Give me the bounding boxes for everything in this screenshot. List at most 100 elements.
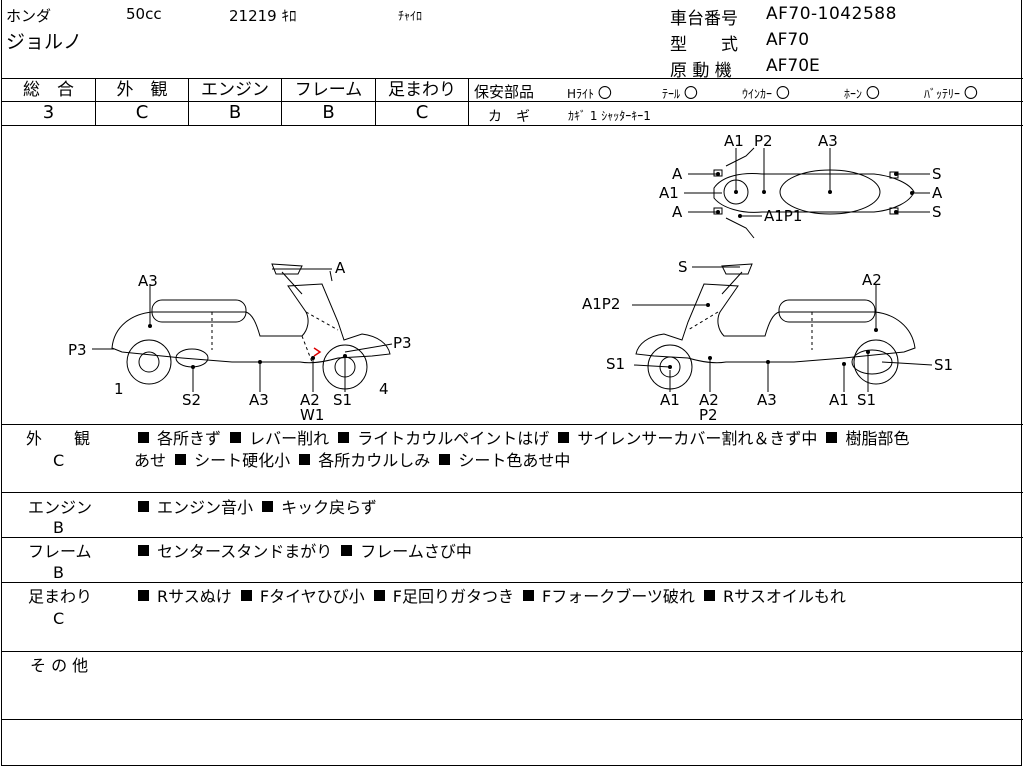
type-value: AF70 [766,30,810,50]
scooter-right-side-drawing [635,263,916,390]
diagram-label: S [678,258,688,276]
diagram-label: A1 [724,132,744,150]
divider [188,78,189,125]
bullet [138,432,149,443]
bullet [138,545,149,556]
safety-item-battery: ﾊﾞｯﾃﾘｰ 〇 [924,86,978,102]
bullet [826,432,838,443]
diagram-label: A3 [249,391,269,409]
diagram-label: A1P1 [764,207,802,225]
mileage: 21219 ｷﾛ [229,7,297,25]
diagram-label: A [672,203,683,221]
bullet [299,454,311,465]
safety-item-horn: ﾎｰﾝ 〇 [844,86,880,102]
diagram-label: S1 [606,355,625,373]
grade-value-engine: B [228,102,242,123]
grade-header-engine: エンジン [201,80,269,100]
bullet [558,432,570,443]
diagram-label: A1 [829,391,849,409]
grade-header-frame: フレーム [294,80,363,100]
bullet [138,501,149,512]
diagram-label: A2 [300,391,320,409]
bullet [338,432,350,443]
divider [2,101,468,102]
diagram-label: A1 [659,184,679,202]
remark-text-engine: エンジン音小 キック戻らず [134,496,377,519]
displacement: 50cc [126,5,162,23]
bullet [373,590,385,601]
safety-item-tail: ﾃｰﾙ 〇 [662,86,698,102]
divider [2,78,1023,79]
engine-value: AF70E [766,56,820,76]
bullet [523,590,535,601]
bullet [341,545,353,556]
divider [2,651,1023,652]
diagram-label: S1 [934,356,953,374]
divider [95,78,96,125]
grade-header-exterior: 外 観 [116,80,168,100]
remark-text-exterior-line1: 各所きず レバー削れ ライトカウルペイントはげ サイレンサーカバー割れ＆きず中 … [134,427,909,450]
bullet [240,590,252,601]
diagram-label: 4 [379,380,389,398]
divider [375,78,376,125]
diagram-label: A3 [138,272,158,290]
diagram-label: A2 [862,271,882,289]
remark-label-engine: エンジン [28,498,93,517]
frame-no: AF70-1042588 [766,4,897,24]
diagram-label: A [932,184,943,202]
diagram-label: A2 [699,391,719,409]
bullet [175,454,187,465]
diagram-label: P3 [393,334,412,352]
divider [2,582,1023,583]
grade-value-frame: B [322,102,335,123]
grade-value-overall: 3 [42,102,55,123]
key-label: カ ギ [488,109,530,125]
engine-label: 原 動 機 [670,61,732,81]
divider [2,492,1023,493]
diagram-label: P2 [754,132,773,150]
key-value: ｶｷﾞ 1 ｼｬｯﾀｰｷｰ1 [568,109,651,123]
divider [2,424,1023,425]
damage-diagram: A A3 P3 P3 1 4 S2 A3 A2 W1 S1 S A2 A1P2 … [68,132,953,424]
remark-text-suspension: Rサスぬけ Fタイヤひび小 F足回りガタつき Fフォークブーツ破れ Rサスオイル… [134,585,846,608]
diagram-label: A3 [818,132,838,150]
divider [281,78,282,125]
remark-grade-suspension: C [53,609,65,628]
divider [2,719,1023,720]
bullet [704,590,716,601]
remark-grade-frame: B [53,563,64,582]
diagram-label: S [932,165,942,183]
diagram-label: A [335,259,346,277]
remark-label-other: そ の 他 [30,656,89,675]
diagram-label: A [672,165,683,183]
remark-text-exterior-line2: あせ シート硬化小 各所カウルしみ シート色あせ中 [134,451,571,470]
diagram-label: S1 [333,391,352,409]
diagram-label: S2 [182,391,201,409]
frame-no-label: 車台番号 [670,9,738,29]
diagram-label: A1 [660,391,680,409]
model-name: ジョルノ [6,31,83,53]
color: ﾁｬｲﾛ [398,9,423,23]
bullet [439,454,451,465]
scooter-top-view-drawing [713,147,915,239]
remark-grade-exterior: C [53,451,65,470]
safety-item-headlight: Hﾗｲﾄ 〇 [567,86,612,102]
divider [2,125,1023,126]
grade-header-overall: 総 合 [23,80,74,100]
type-label: 型 式 [670,35,738,55]
remark-label-suspension: 足まわり [28,587,93,606]
grade-value-exterior: C [135,102,149,123]
grade-header-suspension: 足まわり [388,80,456,100]
diagram-label: P2 [699,406,718,424]
remark-text-frame: センタースタンドまがり フレームさび中 [134,540,472,563]
maker: ホンダ [6,7,52,25]
divider [2,537,1023,538]
bullet [230,432,242,443]
remark-label-exterior: 外 観 [26,429,91,448]
safety-label: 保安部品 [474,83,535,101]
safety-item-winker: ｳｲﾝｶｰ 〇 [742,86,790,102]
bullet [262,501,274,512]
bullet [138,590,149,601]
diagram-label: S1 [857,391,876,409]
